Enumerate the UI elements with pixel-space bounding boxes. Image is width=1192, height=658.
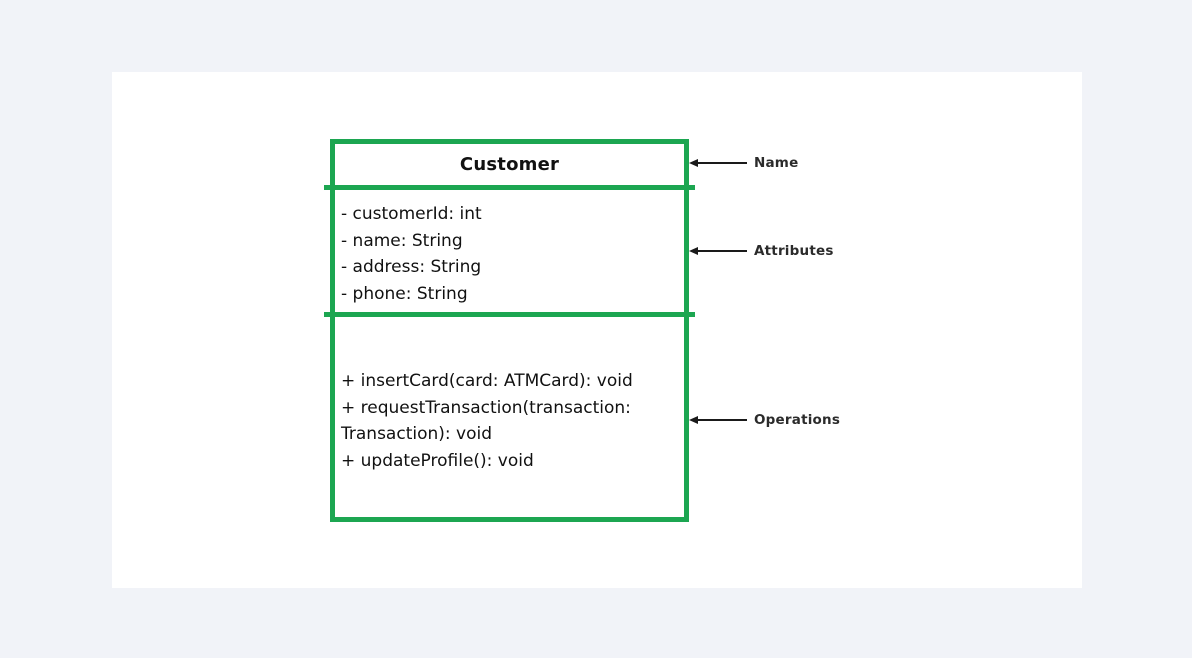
attribute-line: - customerId: int: [341, 204, 482, 224]
attribute-line: - phone: String: [341, 283, 468, 304]
callout-label: Operations: [754, 412, 841, 428]
operation-line: + updateProfile(): void: [341, 450, 534, 471]
class-name: Customer: [459, 154, 560, 175]
callout-operations: Operations: [689, 410, 840, 430]
attributes-compartment: - customerId: int - name: String - addre…: [335, 190, 684, 312]
operations-compartment: + insertCard(card: ATMCard): void + requ…: [335, 317, 684, 517]
arrow-line: [698, 250, 747, 252]
attribute-line: - address: String: [341, 257, 482, 277]
left-arrowhead-icon: [689, 247, 698, 255]
class-name-compartment: Customer: [335, 144, 684, 185]
operation-line: + requestTransaction(transaction: Transa…: [341, 397, 631, 445]
compartment-divider-top: [324, 185, 695, 190]
diagram-canvas: Customer - customerId: int - name: Strin…: [112, 72, 1082, 588]
uml-class-box: Customer - customerId: int - name: Strin…: [324, 139, 695, 522]
left-arrowhead-icon: [689, 159, 698, 167]
operation-line: + insertCard(card: ATMCard): void: [341, 371, 633, 391]
callout-name: Name: [689, 153, 798, 173]
compartment-divider-bottom: [324, 312, 695, 317]
callout-attributes: Attributes: [689, 241, 834, 261]
callout-label: Name: [754, 155, 799, 171]
attribute-line: - name: String: [341, 230, 463, 251]
arrow-line: [698, 162, 747, 164]
left-arrowhead-icon: [689, 416, 698, 424]
callout-label: Attributes: [754, 243, 834, 259]
arrow-line: [698, 419, 747, 421]
